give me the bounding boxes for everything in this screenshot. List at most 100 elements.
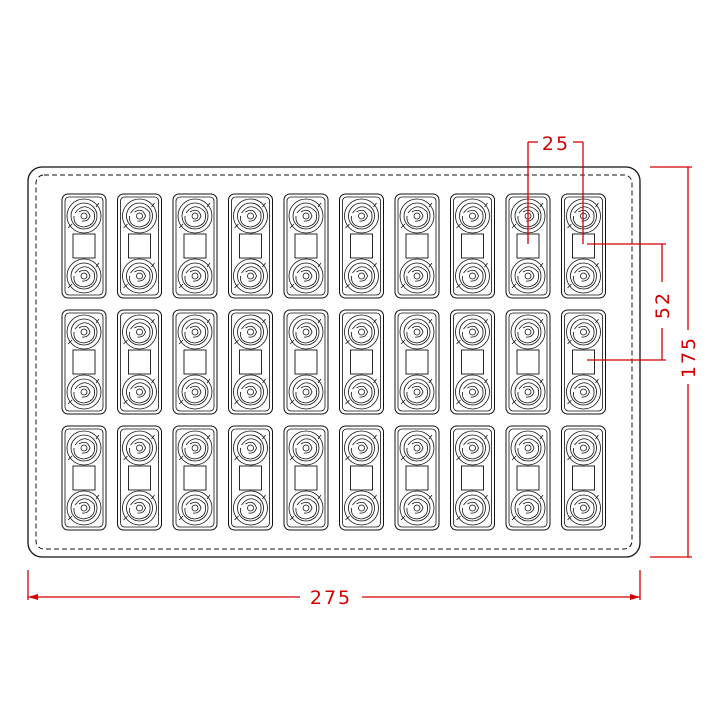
cavity-cell-inner [397,428,437,528]
rose-cavity [399,430,435,466]
cavity-cell-inner [397,312,437,412]
cavity-cell [394,309,440,415]
rose-cavity [122,374,157,410]
rose-cavity [344,490,379,526]
cavity-cell-inner [231,312,270,412]
cavity-cell [394,425,440,531]
cavity-cell-inner [231,196,270,296]
cavity-cell [117,309,162,415]
cavity-connector [350,349,373,375]
rose-cavity [344,374,379,410]
cavity-connector [294,465,318,491]
cavity-connector [128,465,151,491]
tray-inner-dashed-outline [35,174,633,550]
cavity-connector [239,465,262,491]
rose-cavity [66,258,102,294]
cavity-cell-outer [339,193,384,299]
pitch-x-dimension [527,141,584,244]
cavity-connector [572,349,595,375]
cavity-cell-outer [117,425,162,531]
cavity-cell-inner [564,428,603,528]
cavity-connector [183,349,207,375]
rose-cavity [177,374,213,410]
cavity-cell-outer [228,309,273,415]
cavity-cell-outer [394,193,440,299]
cavity-cell-outer [450,425,495,531]
rose-cavity [510,374,546,410]
cavity-cell [394,193,440,299]
cavity-connector [72,465,96,491]
rose-cavity [122,258,157,294]
rose-cavity [66,374,102,410]
cavity-cell-inner [342,196,381,296]
cavity-cell [561,425,606,531]
cavity-cell-outer [394,309,440,415]
rose-cavity [122,314,157,350]
cavity-cell-inner [397,196,437,296]
cavity-cell [561,193,606,299]
cavity-cell-inner [453,428,492,528]
cavity-connector [572,465,595,491]
cavity-cell-inner [120,312,159,412]
pitch-y-dimension [587,243,666,361]
cavity-cell-outer [283,309,329,415]
cavity-cell-outer [505,309,551,415]
rose-cavity [288,314,324,350]
cavity-cell-inner [120,428,159,528]
cavity-connector [405,349,429,375]
cavity-cell-inner [175,428,215,528]
cavity-cell-outer [61,425,107,531]
cavity-connector [72,233,96,259]
cavity-cell-outer [561,425,606,531]
cavity-cell-outer [450,309,495,415]
rose-cavity [399,258,435,294]
cavity-cell [228,425,273,531]
cavity-connector [461,349,484,375]
rose-cavity [455,430,490,466]
rose-cavity [510,430,546,466]
cavity-cell-inner [231,428,270,528]
rose-cavity [233,374,268,410]
rose-cavity [233,258,268,294]
cavity-cell-inner [175,312,215,412]
rose-cavity [566,314,601,350]
cavity-cell [450,309,495,415]
rose-cavity [177,430,213,466]
cavity-cell-inner [453,196,492,296]
overall-height-dimension [650,166,692,558]
cavity-cell-outer [117,193,162,299]
rose-cavity [455,258,490,294]
rose-cavity [566,258,601,294]
cavity-cell [117,193,162,299]
cavity-connector [516,465,540,491]
cavity-connector [461,465,484,491]
cavity-cell-outer [450,193,495,299]
cavity-cell [61,309,107,415]
pitch-x-label: 25 [542,133,570,155]
cavity-connector [128,349,151,375]
dimensions [27,141,692,600]
cavity-cell-outer [283,193,329,299]
cavity-cell-inner [342,428,381,528]
cavity-connector [516,349,540,375]
rose-cavity [66,430,102,466]
rose-cavity [177,198,213,234]
cavity-cell [283,425,329,531]
rose-cavity [177,490,213,526]
rose-cavity [455,198,490,234]
rose-cavity [122,490,157,526]
cavity-grid [61,193,606,531]
cavity-connector [239,233,262,259]
rose-cavity [455,374,490,410]
cavity-cell [61,425,107,531]
rose-cavity [288,490,324,526]
cavity-cell [561,309,606,415]
cavity-cell [505,309,551,415]
cavity-cell [61,193,107,299]
cavity-connector [405,465,429,491]
cavity-cell [339,193,384,299]
rose-cavity [455,314,490,350]
cavity-cell-inner [286,428,326,528]
rose-cavity [566,374,601,410]
cavity-connector [128,233,151,259]
